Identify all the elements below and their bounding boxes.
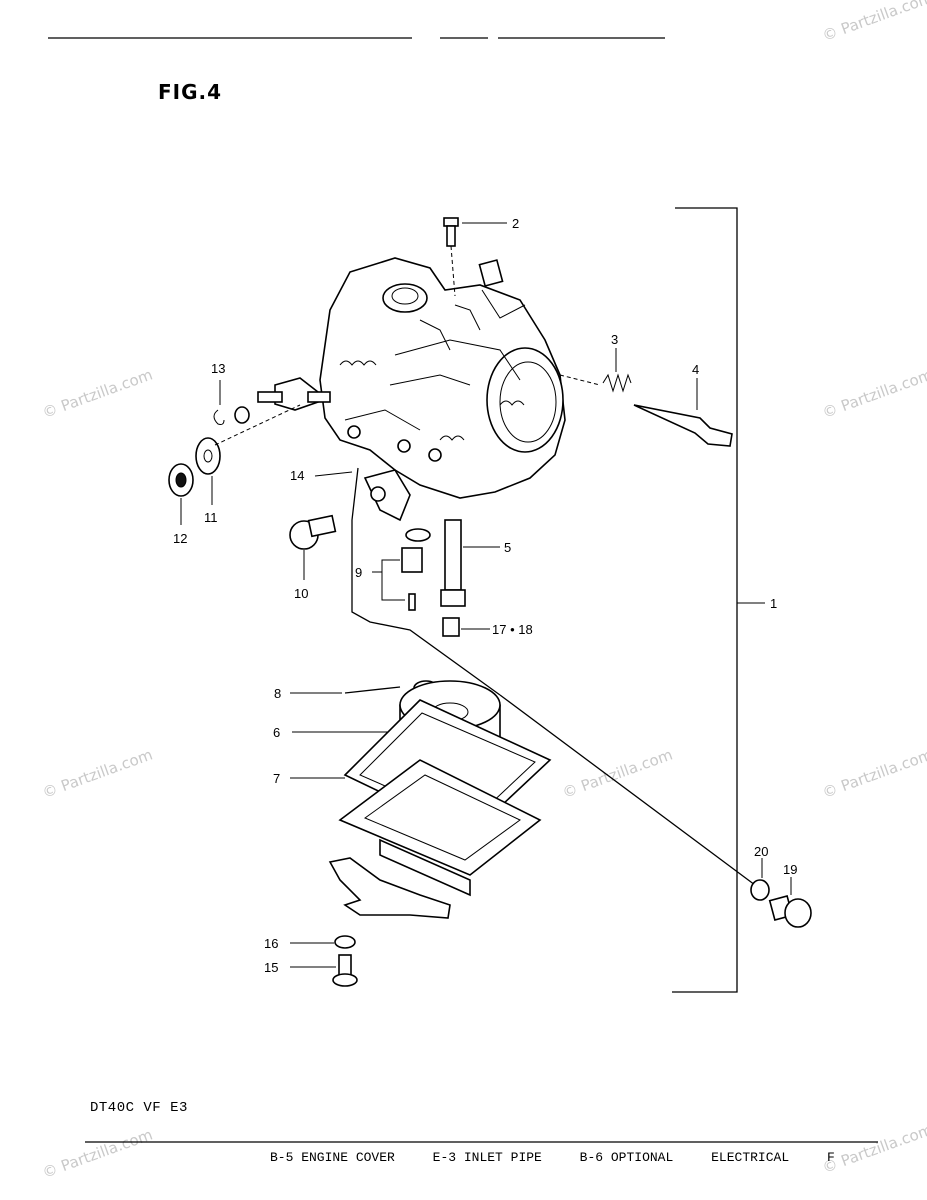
- callout-9: 9: [355, 565, 362, 580]
- callout-7: 7: [273, 771, 280, 786]
- mounting-bracket: [328, 857, 451, 919]
- callout-1: 1: [770, 596, 777, 611]
- part-2-screw: [443, 217, 507, 297]
- callout-2: 2: [512, 216, 519, 231]
- figure-title: FIG.4: [158, 80, 223, 104]
- part-10-plunger: [289, 514, 337, 580]
- part-14-link-rod: [314, 467, 501, 696]
- callout-4: 4: [692, 362, 699, 377]
- part-3-spring: [602, 348, 632, 393]
- part-17-18-jet: [442, 617, 490, 637]
- callout-19: 19: [783, 862, 797, 877]
- choke-cable: [499, 694, 756, 886]
- callout-6: 6: [273, 725, 280, 740]
- callout-labels: 1 2 3 4 5 6 7 8 9 10 11 12 13 14 15 16 1…: [173, 216, 797, 975]
- callout-10: 10: [294, 586, 308, 601]
- model-code: DT40C VF E3: [90, 1100, 188, 1116]
- callout-3: 3: [611, 332, 618, 347]
- footer-reference-strip: B-5 ENGINE COVER E-3 INLET PIPE B-6 OPTI…: [90, 1150, 910, 1174]
- carburetor-body: [257, 257, 566, 522]
- callout-8: 8: [274, 686, 281, 701]
- assembly-bracket: [672, 207, 765, 993]
- part-9-screw-set: [372, 528, 431, 611]
- callout-5: 5: [504, 540, 511, 555]
- part-4-idle-screw: [559, 374, 733, 447]
- part-12-nut: [168, 463, 194, 525]
- callout-15: 15: [264, 960, 278, 975]
- part-5-main-jet: [440, 519, 500, 607]
- part-16-washer: [290, 935, 356, 949]
- footer-item: B-5 ENGINE COVER: [270, 1150, 395, 1165]
- callout-17-18: 17 • 18: [492, 622, 533, 637]
- float-bowl: [338, 759, 542, 897]
- part-15-screw: [290, 954, 358, 987]
- part-13-clip: [213, 380, 250, 425]
- part-11-washer: [195, 404, 301, 505]
- callout-20: 20: [754, 844, 768, 859]
- footer-item: B-6 OPTIONAL: [579, 1150, 674, 1165]
- footer-item: E-3 INLET PIPE: [432, 1150, 542, 1165]
- part-20-collar: [750, 858, 770, 901]
- callout-13: 13: [211, 361, 225, 376]
- callout-11: 11: [204, 510, 218, 525]
- callout-12: 12: [173, 531, 187, 546]
- footer-item: ELECTRICAL: [711, 1150, 790, 1165]
- callout-16: 16: [264, 936, 278, 951]
- callout-14: 14: [290, 468, 304, 483]
- part-19-knob: [768, 877, 812, 928]
- footer-item: F: [826, 1150, 835, 1165]
